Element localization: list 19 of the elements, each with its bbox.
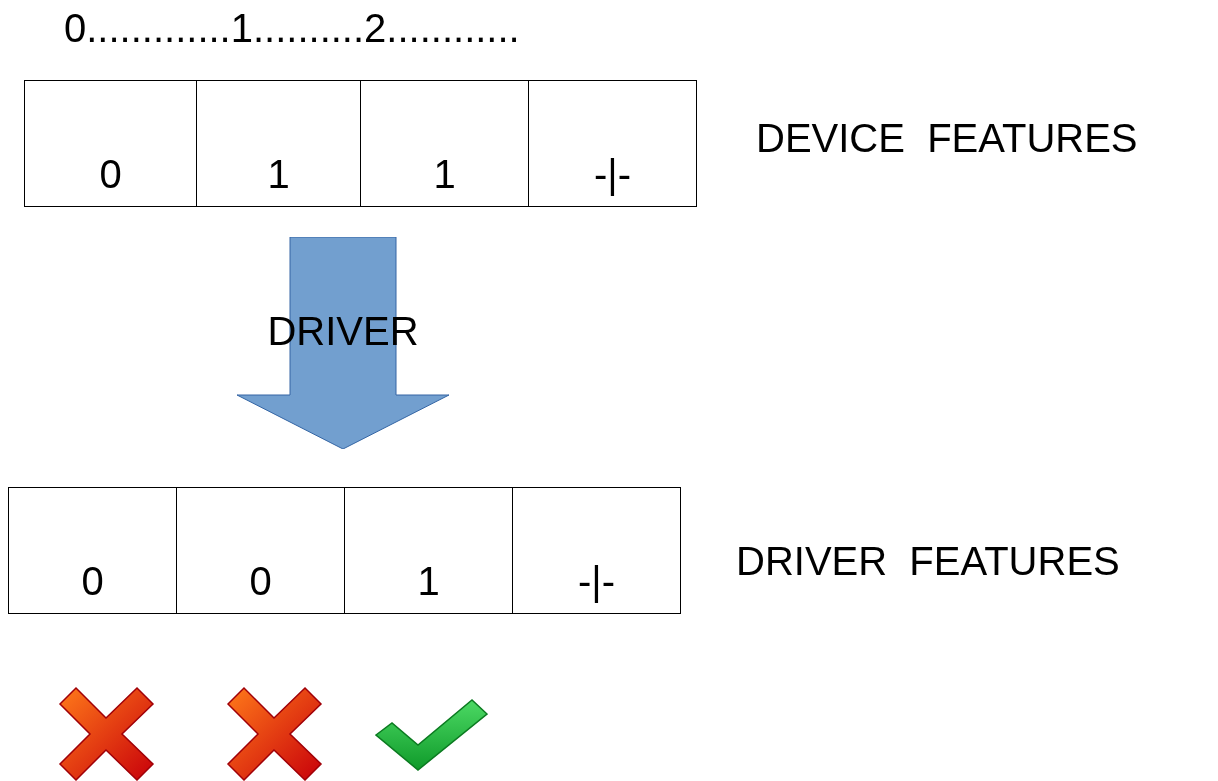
bit-cell [360,80,529,207]
row-caption: DRIVER FEATURES [736,541,1120,581]
bit-cell [24,80,197,207]
bit-value: 1 [433,154,456,194]
bit-value: 0 [99,154,122,194]
bit-value: -|- [578,561,615,601]
bit-value: 0 [249,561,272,601]
row-caption: DEVICE FEATURES [756,118,1138,158]
bit-value: 0 [81,561,104,601]
index-ruler: 0.............1..........2............ [64,8,520,48]
bit-cell [8,487,177,614]
bit-cell [176,487,345,614]
bit-cell [196,80,361,207]
bit-cell [344,487,513,614]
bit-cell [512,487,681,614]
bit-value: 1 [417,561,440,601]
bit-value: 1 [267,154,290,194]
bit-value: -|- [594,154,631,194]
bit-cell [528,80,697,207]
